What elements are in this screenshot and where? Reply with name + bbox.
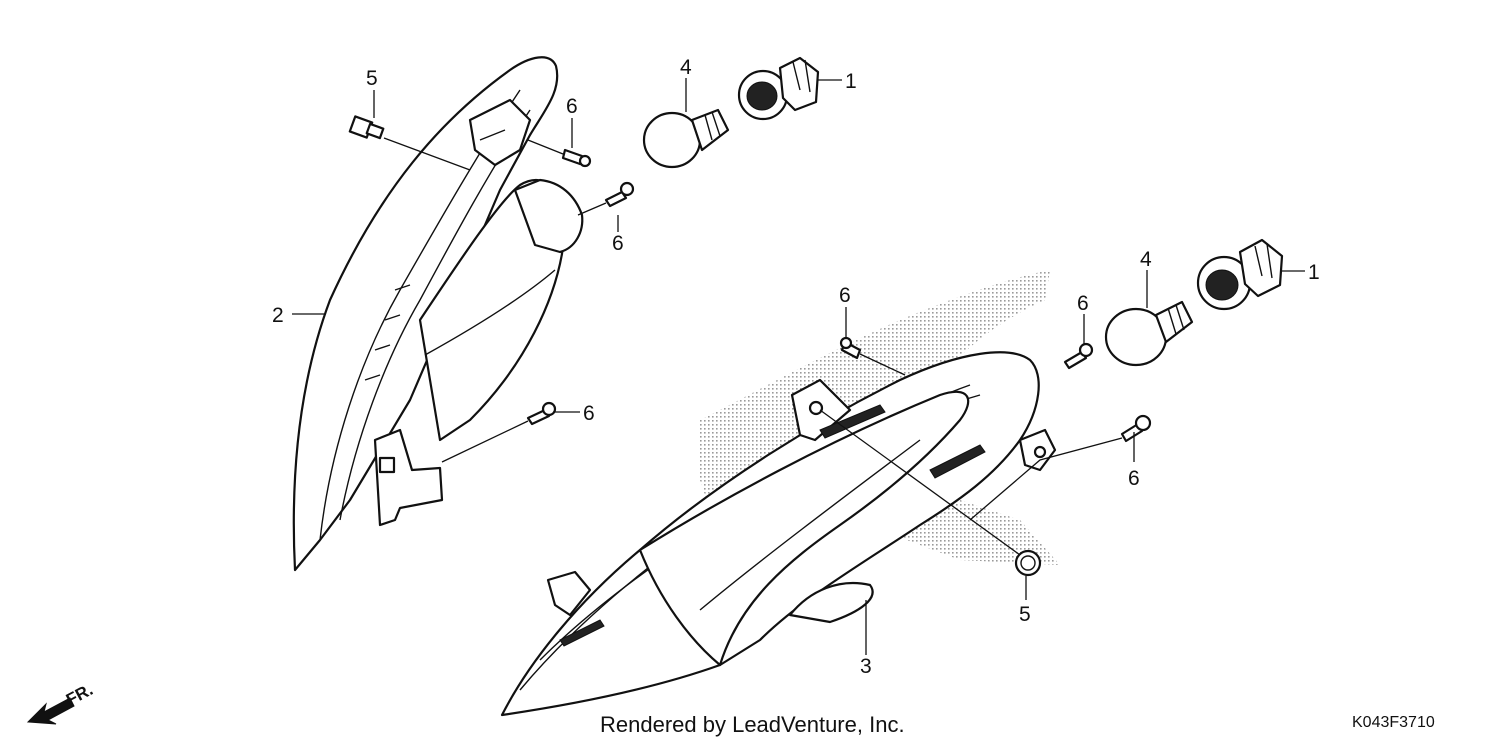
render-credit: Rendered by LeadVenture, Inc. <box>600 712 905 737</box>
right-bulb[interactable] <box>1104 300 1194 367</box>
right-screw-middle[interactable] <box>1063 342 1094 370</box>
callout-right-screw-lower: 6 <box>1128 467 1140 490</box>
callout-right-screw-top: 6 <box>839 284 851 307</box>
front-direction-arrow: FR. <box>26 680 96 725</box>
callout-right-bolt: 5 <box>1019 603 1031 626</box>
left-turn-signal-lens[interactable] <box>292 56 584 572</box>
right-screw-lower[interactable] <box>969 414 1152 521</box>
callout-right-socket: 1 <box>1308 261 1320 284</box>
callout-left-lens: 2 <box>272 304 284 327</box>
right-turn-signal-lens[interactable] <box>500 351 1057 717</box>
left-screw-lower[interactable] <box>441 401 557 463</box>
left-screw-middle[interactable] <box>577 181 635 216</box>
right-screw-top[interactable] <box>839 336 906 376</box>
callout-left-screw-middle: 6 <box>612 232 624 255</box>
left-bulb-socket[interactable] <box>737 56 820 121</box>
callout-left-bulb: 4 <box>680 56 692 79</box>
callout-left-socket: 1 <box>845 70 857 93</box>
left-flange-bolt[interactable] <box>348 115 471 171</box>
callout-right-lens: 3 <box>860 655 872 678</box>
diagram-code: K043F3710 <box>1352 714 1435 731</box>
left-screw-upper[interactable] <box>527 139 592 168</box>
callout-right-screw-middle: 6 <box>1077 292 1089 315</box>
arrow-left-icon <box>26 697 75 725</box>
callout-left-screw-upper: 6 <box>566 95 578 118</box>
callout-left-bolt: 5 <box>366 67 378 90</box>
right-bulb-socket[interactable] <box>1196 238 1284 311</box>
callout-right-bulb: 4 <box>1140 248 1152 271</box>
callout-left-screw-lower: 6 <box>583 402 595 425</box>
right-flange-bolt[interactable] <box>819 409 1042 577</box>
left-bulb[interactable] <box>642 108 730 169</box>
